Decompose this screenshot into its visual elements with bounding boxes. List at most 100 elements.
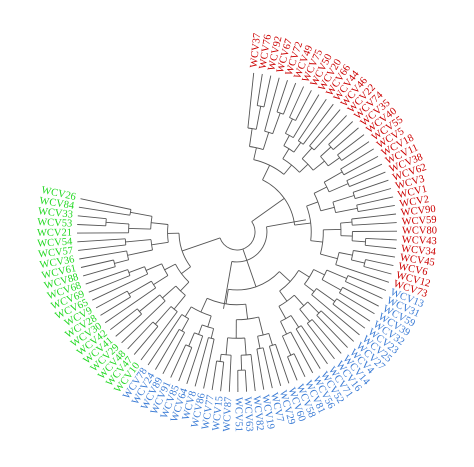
- tree-branch: [364, 238, 367, 246]
- tree-branch: [326, 269, 347, 279]
- tree-branch: [180, 281, 190, 292]
- tree-branch: [153, 275, 169, 285]
- tree-branch: [184, 306, 192, 317]
- tree-branch: [293, 294, 305, 307]
- tree-branch: [332, 298, 338, 305]
- tree-branch: [300, 325, 328, 365]
- tree-branch: [363, 266, 392, 275]
- tree-branch: [178, 233, 191, 268]
- tree-branch: [310, 240, 323, 243]
- tree-branch: [264, 130, 273, 135]
- tree-branch: [282, 158, 300, 173]
- tree-branch: [114, 259, 129, 264]
- tree-branch: [299, 163, 309, 173]
- tree-branch: [354, 188, 392, 200]
- leaf-label: WCV80: [402, 225, 437, 236]
- tree-branch: [231, 226, 268, 263]
- tree-branch: [121, 300, 166, 344]
- tree-branch: [257, 336, 261, 349]
- tree-branch: [126, 250, 130, 260]
- tree-branch: [150, 239, 153, 251]
- tree-branch: [200, 298, 208, 313]
- tree-branch: [178, 347, 193, 382]
- leaf-label: WCV59: [401, 215, 437, 228]
- tree-branch: [346, 180, 350, 187]
- tree-branch: [219, 221, 256, 251]
- leaf-label: WCV37: [249, 33, 264, 69]
- tree-branch: [133, 326, 159, 355]
- tree-branch: [340, 148, 374, 170]
- leaf-label: WCV90: [400, 204, 436, 219]
- tree-branch: [279, 290, 288, 302]
- tree-branch: [357, 204, 395, 213]
- tree-branch: [170, 344, 187, 378]
- tree-branch: [328, 121, 354, 145]
- tree-branch: [283, 145, 295, 153]
- tree-branch: [92, 273, 148, 301]
- tree-branch: [352, 240, 366, 243]
- tree-branch: [139, 294, 161, 312]
- leaf-label: WCV76: [258, 34, 274, 70]
- tree-branch: [365, 244, 397, 249]
- tree-branch: [178, 329, 185, 333]
- leaf-label: WCV33: [37, 206, 73, 220]
- tree-branch: [335, 252, 340, 265]
- tree-branch: [256, 73, 263, 106]
- tree-branch: [181, 318, 190, 332]
- tree-branch: [247, 72, 255, 129]
- tree-branch: [306, 201, 319, 207]
- tree-branch: [336, 298, 371, 322]
- tree-branch: [175, 263, 190, 283]
- tree-branch: [332, 127, 359, 150]
- tree-branch: [337, 134, 365, 156]
- tree-branch: [307, 301, 320, 314]
- tree-branch: [278, 294, 295, 307]
- tree-branch: [294, 222, 311, 226]
- tree-branch: [162, 285, 177, 299]
- tree-branch: [164, 263, 176, 271]
- tree-branch: [78, 206, 130, 216]
- tree-branch: [194, 337, 209, 387]
- tree-branch: [88, 275, 131, 293]
- tree-branch: [264, 77, 280, 132]
- tree-branch: [287, 356, 298, 381]
- tree-branch: [268, 333, 273, 346]
- tree-branch: [198, 324, 203, 335]
- tree-branch: [79, 250, 127, 260]
- tree-branch: [345, 281, 383, 299]
- tree-branch: [328, 144, 334, 150]
- tree-branch: [320, 206, 335, 212]
- leaf-label: WCV82: [250, 395, 265, 431]
- tree-branch: [100, 296, 131, 316]
- tree-branch: [182, 237, 221, 252]
- tree-branch: [130, 211, 153, 217]
- tree-branch: [290, 315, 300, 328]
- tree-branch: [115, 313, 142, 337]
- tree-branch: [173, 295, 186, 310]
- tree-branch: [275, 344, 290, 384]
- tree-branch: [105, 221, 129, 225]
- tree-branch: [256, 348, 265, 390]
- tree-branch: [295, 90, 312, 121]
- leaf-label: WCV45: [399, 252, 435, 268]
- leaf-label: WCV77: [200, 394, 216, 430]
- tree-branch: [247, 127, 257, 130]
- tree-branch: [242, 248, 257, 287]
- tree-branch: [335, 264, 390, 283]
- tree-branch: [280, 321, 288, 335]
- tree-branch: [339, 287, 343, 294]
- tree-branch: [244, 337, 247, 356]
- tree-branch: [351, 259, 365, 264]
- tree-branch: [289, 86, 305, 118]
- leaf-label: WCV84: [39, 196, 76, 212]
- tree-branch: [207, 315, 212, 328]
- tree-branch: [228, 355, 232, 392]
- tree-branch: [338, 252, 353, 256]
- tree-branch: [321, 279, 342, 291]
- tree-branch: [280, 315, 292, 322]
- tree-branch: [162, 332, 185, 375]
- leaf-label: WCV21: [37, 228, 72, 239]
- tree-branch: [258, 316, 264, 336]
- tree-branch: [154, 306, 172, 325]
